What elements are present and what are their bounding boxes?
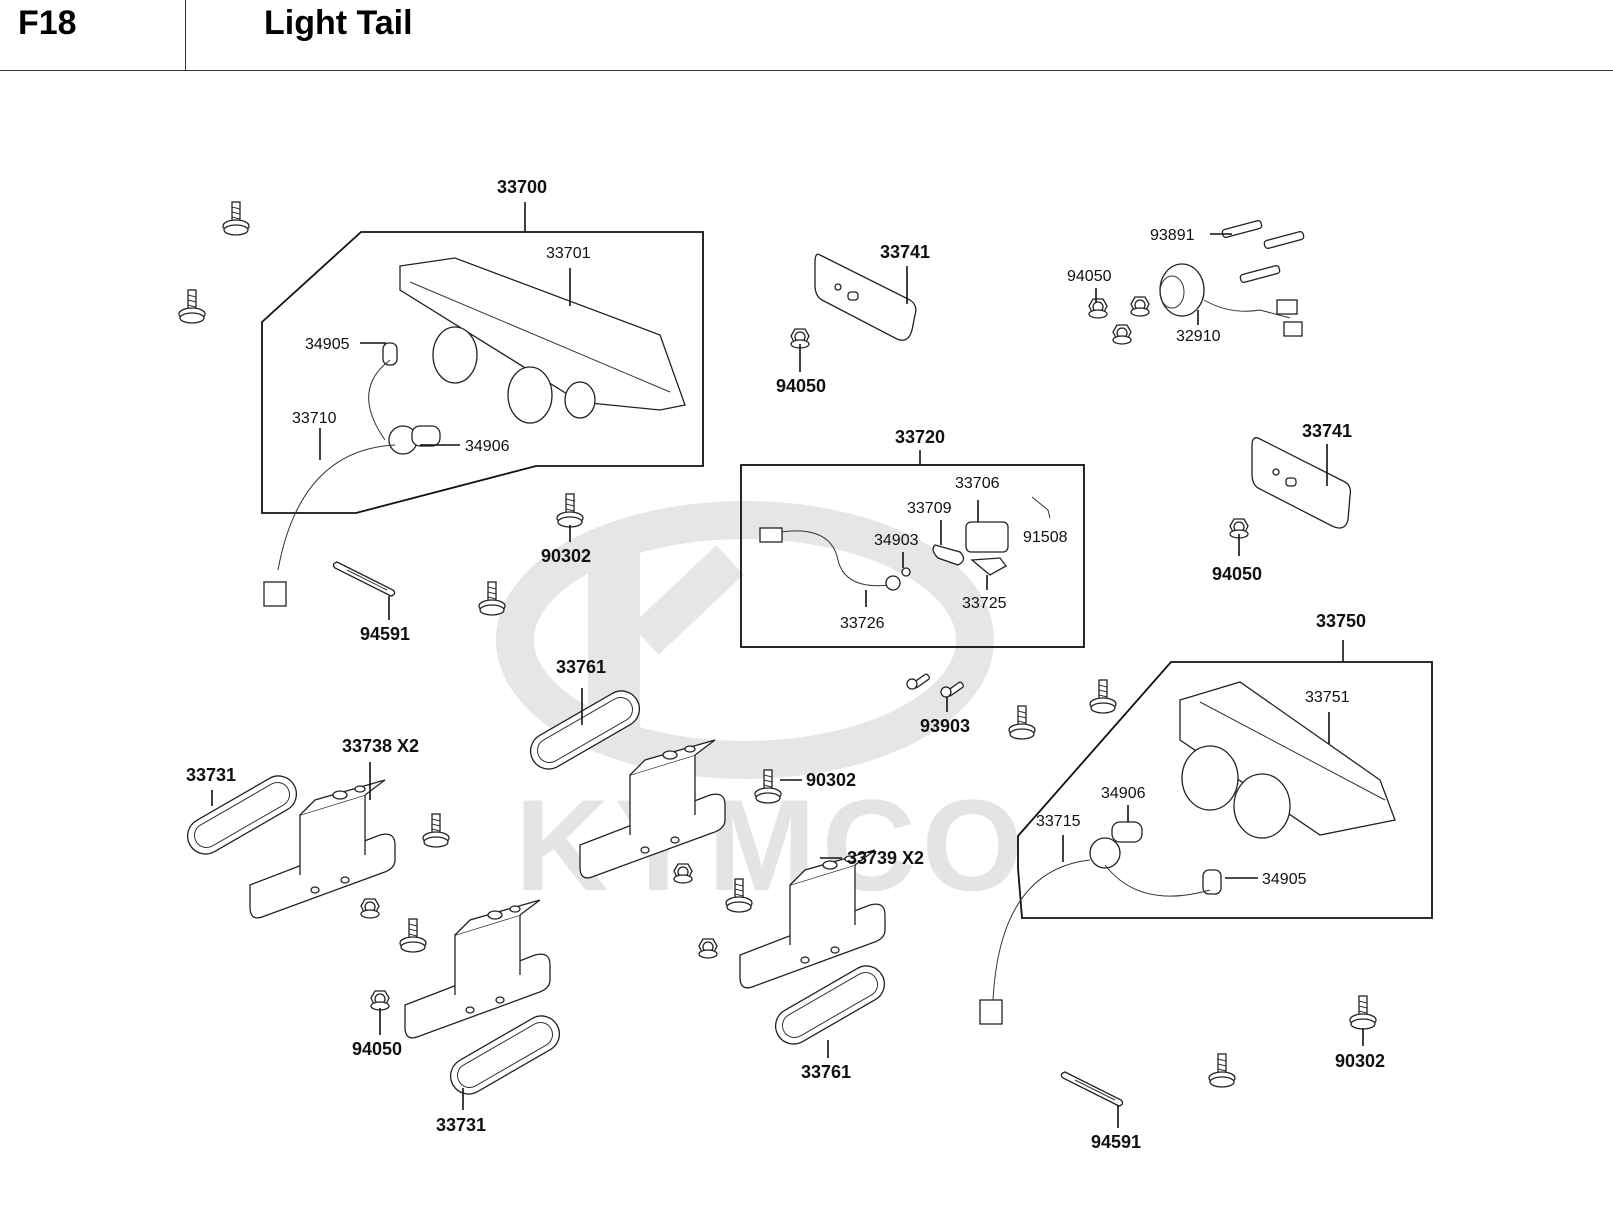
strap-94591-right <box>1060 1071 1124 1107</box>
label-33761-bottom[interactable]: 33761 <box>801 1062 851 1082</box>
label-90302-right[interactable]: 90302 <box>1335 1051 1385 1071</box>
section-code: F18 <box>18 4 77 42</box>
label-33720[interactable]: 33720 <box>895 427 945 447</box>
label-34906-left[interactable]: 34906 <box>465 438 510 455</box>
bolt-icon <box>1089 679 1117 714</box>
label-90302-top[interactable]: 90302 <box>541 546 591 566</box>
label-33741-top[interactable]: 33741 <box>880 242 930 262</box>
label-90302-mid[interactable]: 90302 <box>806 770 856 790</box>
assembly-33720: 33720 33726 34903 33709 33706 33725 9150… <box>740 427 1085 648</box>
socket-bulb-34906-right <box>1089 821 1143 869</box>
bolt-icon <box>178 289 206 324</box>
tail-light-housing-right <box>1179 681 1396 839</box>
label-34905-right[interactable]: 34905 <box>1262 871 1307 888</box>
screws-93903 <box>906 673 964 698</box>
nut-icon <box>698 938 718 959</box>
label-33726[interactable]: 33726 <box>840 615 885 632</box>
label-94050-mid[interactable]: 94050 <box>1212 564 1262 584</box>
label-33709[interactable]: 33709 <box>907 500 952 517</box>
assembly-33750: 33750 33751 34906 33715 34905 <box>979 611 1433 1025</box>
label-33741-right[interactable]: 33741 <box>1302 421 1352 441</box>
label-94050-top[interactable]: 94050 <box>776 376 826 396</box>
nut-icon <box>1130 296 1150 317</box>
header-divider <box>185 0 186 70</box>
connector-left <box>263 581 287 607</box>
screws-93891 <box>1221 219 1305 284</box>
connector-right <box>979 999 1003 1025</box>
nut-icon <box>1088 298 1108 319</box>
label-94050-bottom[interactable]: 94050 <box>352 1039 402 1059</box>
label-94591-left[interactable]: 94591 <box>360 624 410 644</box>
label-33715[interactable]: 33715 <box>1036 813 1081 830</box>
bolt-icon <box>478 581 506 616</box>
label-94050-right[interactable]: 94050 <box>1067 268 1112 285</box>
tail-light-housing-left <box>399 257 686 424</box>
license-light-32910 <box>1159 263 1303 337</box>
label-32910[interactable]: 32910 <box>1176 328 1221 345</box>
bolt-icon <box>556 493 584 528</box>
page-header: F18 Light Tail <box>0 0 1613 71</box>
reflector-33741-top <box>814 253 917 341</box>
nut-icon <box>360 898 380 919</box>
label-94591-right[interactable]: 94591 <box>1091 1132 1141 1152</box>
bracket-33738-b <box>404 899 551 1039</box>
bolt-icon <box>1208 1053 1236 1088</box>
bulb-34905-right <box>1202 869 1222 895</box>
label-33710[interactable]: 33710 <box>292 410 337 427</box>
label-34903[interactable]: 34903 <box>874 532 919 549</box>
bolt-icon <box>1349 995 1377 1030</box>
label-33751[interactable]: 33751 <box>1305 689 1350 706</box>
bolt-icon <box>422 813 450 848</box>
page-title: Light Tail <box>264 4 413 42</box>
nut-icon <box>1112 324 1132 345</box>
bolt-icon <box>399 918 427 953</box>
lens-33731-bottom <box>443 1008 567 1102</box>
bulb-34905-left <box>382 342 398 366</box>
label-33731-left[interactable]: 33731 <box>186 765 236 785</box>
label-93903[interactable]: 93903 <box>920 716 970 736</box>
strap-94591-left <box>332 561 396 597</box>
label-33725[interactable]: 33725 <box>962 595 1007 612</box>
bolt-icon <box>222 201 250 236</box>
socket-bulb-34906-left <box>368 359 441 455</box>
reflector-33741-right <box>1251 437 1352 529</box>
label-33750[interactable]: 33750 <box>1316 611 1366 631</box>
nut-icon <box>673 863 693 884</box>
label-91508[interactable]: 91508 <box>1023 529 1068 546</box>
label-93891[interactable]: 93891 <box>1150 227 1195 244</box>
label-34906-right[interactable]: 34906 <box>1101 785 1146 802</box>
label-33738[interactable]: 33738 X2 <box>342 736 419 756</box>
label-33706[interactable]: 33706 <box>955 475 1000 492</box>
label-33739[interactable]: 33739 X2 <box>847 848 924 868</box>
nut-icon <box>370 990 390 1011</box>
label-33731-bottom[interactable]: 33731 <box>436 1115 486 1135</box>
label-33700[interactable]: 33700 <box>497 177 547 197</box>
label-33701[interactable]: 33701 <box>546 245 591 262</box>
label-33761-top[interactable]: 33761 <box>556 657 606 677</box>
assembly-33700: 33700 33701 34905 34906 33710 <box>261 177 704 607</box>
bolt-icon <box>1008 705 1036 740</box>
label-34905-left[interactable]: 34905 <box>305 336 350 353</box>
